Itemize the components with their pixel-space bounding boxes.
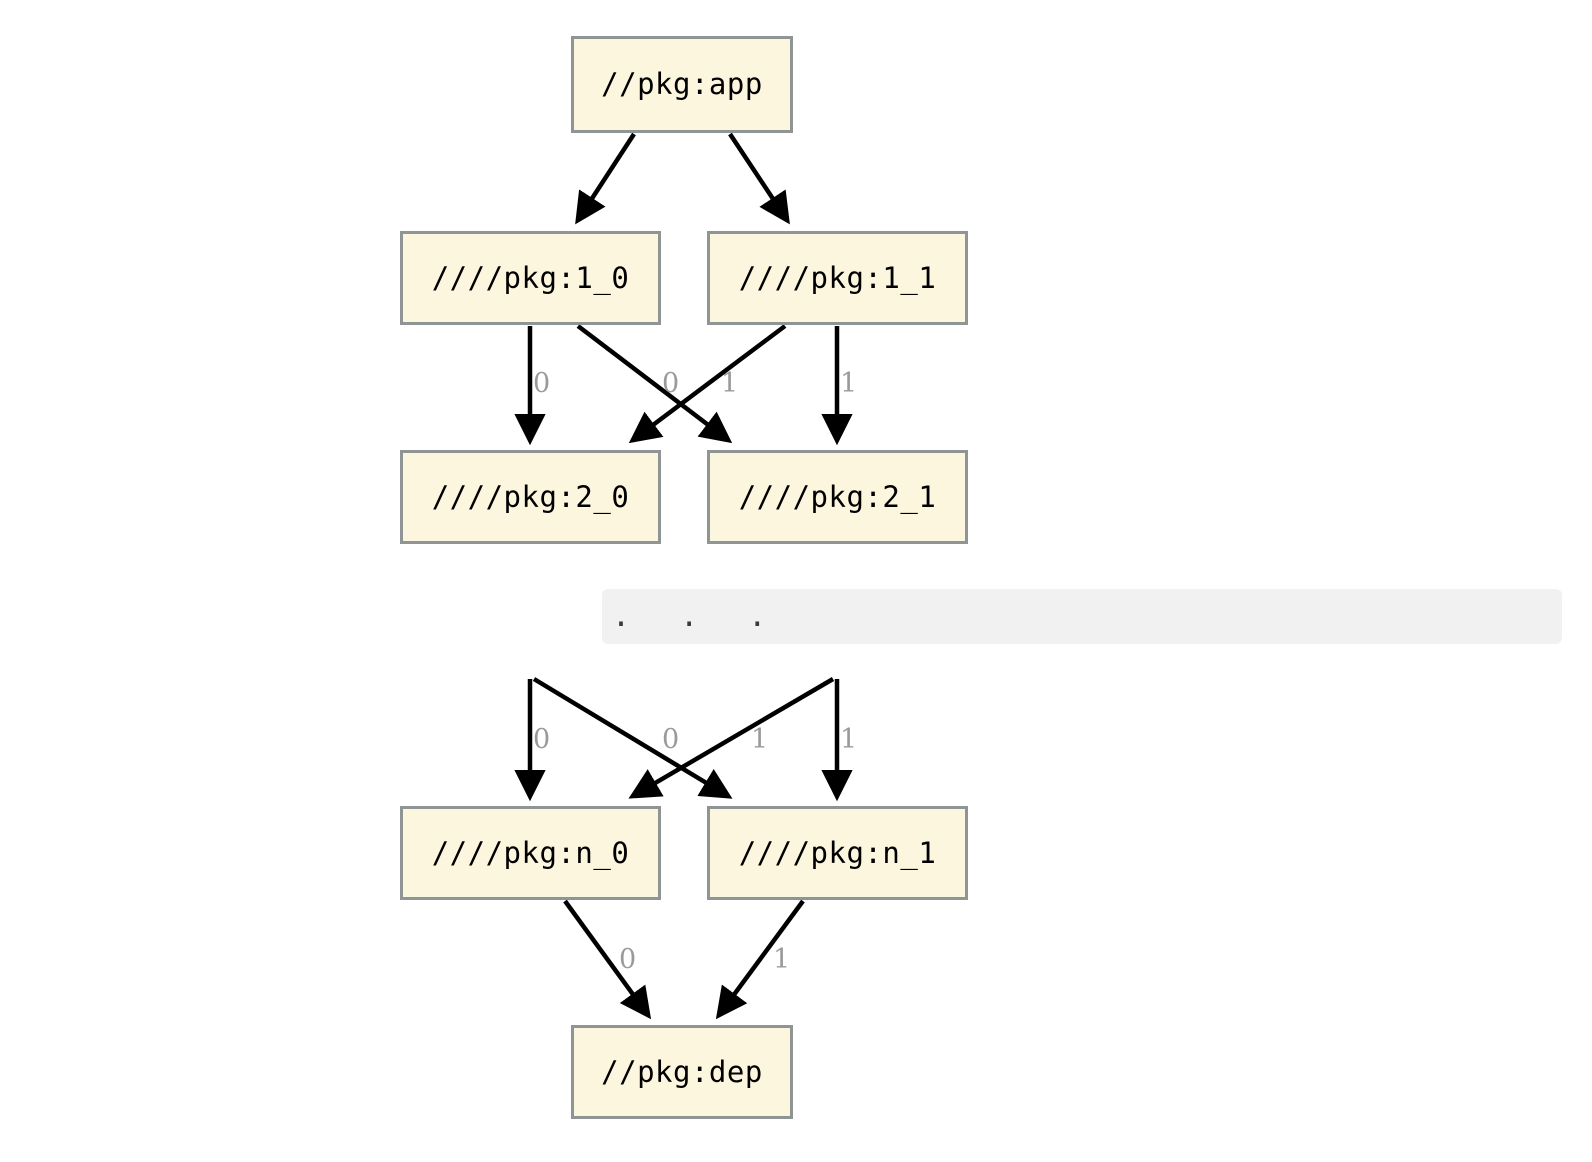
edge-label-n_0-dep: 0 <box>619 946 636 973</box>
edge-app-to-1_1 <box>728 132 790 225</box>
node-pkg-1-0[interactable]: ////pkg:1_0 <box>400 231 661 325</box>
node-pkg-2-0[interactable]: ////pkg:2_0 <box>400 450 661 544</box>
node-label: ////pkg:2_1 <box>738 479 937 514</box>
node-pkg-1-1[interactable]: ////pkg:1_1 <box>707 231 968 325</box>
edge-1_1-to-2_0 <box>628 324 787 444</box>
edge-label-text: 0 <box>533 724 551 755</box>
edge-label-clip0-n_0: 0 <box>533 726 550 753</box>
edge-label-text: 1 <box>773 944 791 975</box>
edge-label-clip1-n_1: 1 <box>840 726 857 753</box>
edge-label-text: 1 <box>721 368 739 399</box>
node-label: ////pkg:n_1 <box>738 835 937 870</box>
edge-label-1_1-2_1: 1 <box>840 370 857 397</box>
edge-label-n_1-dep: 1 <box>773 946 790 973</box>
edge-1_0-to-2_1 <box>576 324 733 444</box>
edge-label-text: 0 <box>619 944 637 975</box>
node-label: ////pkg:1_0 <box>431 260 630 295</box>
node-pkg-app[interactable]: //pkg:app <box>571 36 793 133</box>
edge-n_1-to-dep <box>715 899 805 1020</box>
edge-label-clip1-n_0: 1 <box>751 726 768 753</box>
edge-label-text: 1 <box>840 368 858 399</box>
edge-label-text: 0 <box>662 724 680 755</box>
edge-label-text: 1 <box>840 724 858 755</box>
node-label: //pkg:dep <box>601 1054 763 1089</box>
node-label: //pkg:app <box>601 67 763 101</box>
ellipsis-separator: . . . <box>602 589 1562 644</box>
node-label: ////pkg:1_1 <box>738 260 937 295</box>
node-label: ////pkg:n_0 <box>431 835 630 870</box>
edge-n_0-to-dep <box>563 899 652 1020</box>
edge-app-to-1_0 <box>575 132 636 225</box>
node-pkg-n-0[interactable]: ////pkg:n_0 <box>400 806 661 900</box>
node-label: ////pkg:2_0 <box>431 479 630 514</box>
edge-label-clip0-n_1: 0 <box>662 726 679 753</box>
node-pkg-n-1[interactable]: ////pkg:n_1 <box>707 806 968 900</box>
edge-label-text: 0 <box>662 368 680 399</box>
node-pkg-dep[interactable]: //pkg:dep <box>571 1025 793 1119</box>
edge-clip1-to-n_0 <box>628 677 835 799</box>
node-pkg-2-1[interactable]: ////pkg:2_1 <box>707 450 968 544</box>
edge-label-1_0-2_1: 0 <box>662 370 679 397</box>
ellipsis-dots: . . . <box>612 598 783 634</box>
edge-label-text: 0 <box>533 368 551 399</box>
edge-clip0-to-n_1 <box>532 677 733 799</box>
edge-label-text: 1 <box>751 724 769 755</box>
edge-label-1_1-2_0: 1 <box>721 370 738 397</box>
edge-label-1_0-2_0: 0 <box>533 370 550 397</box>
